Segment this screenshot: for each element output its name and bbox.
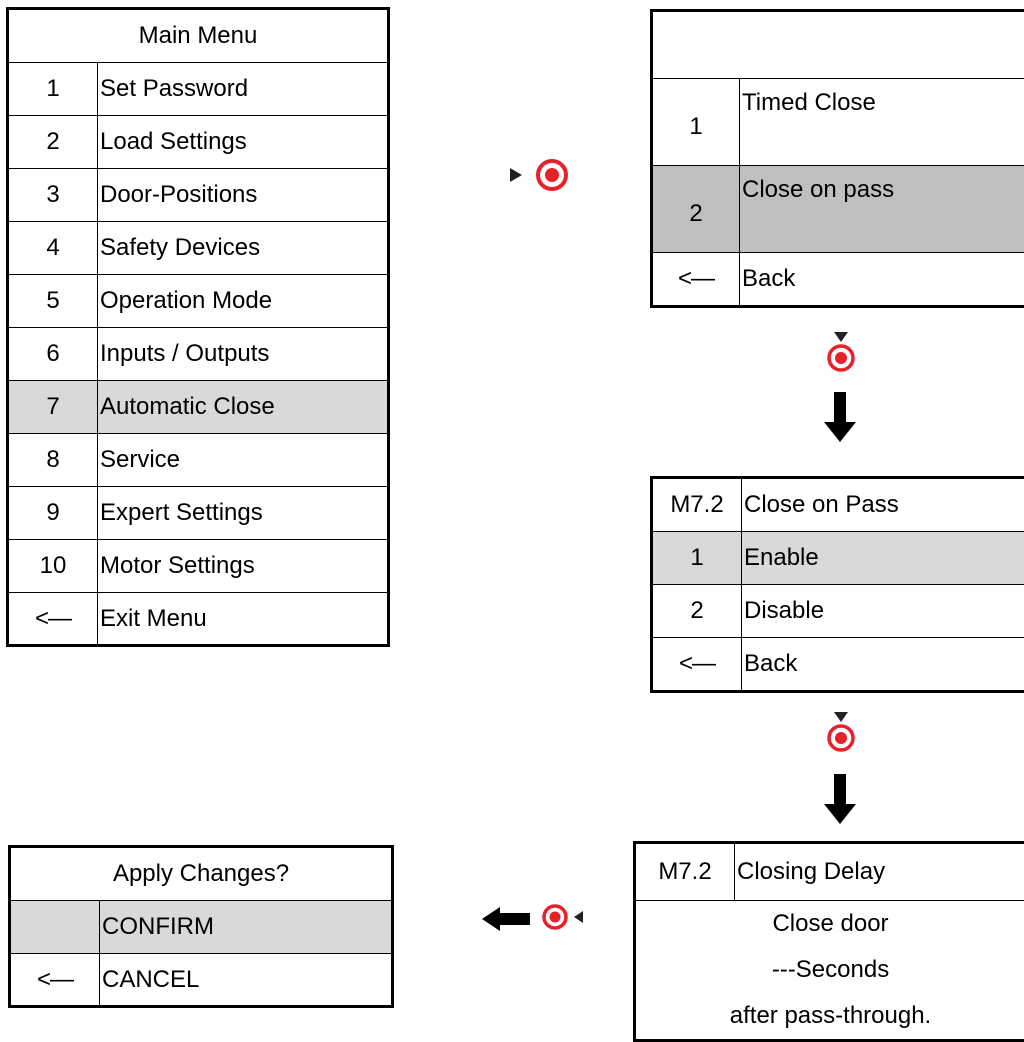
direction-arrow-down-icon [820, 392, 860, 444]
menu-code: M7.2 [652, 478, 742, 532]
menu-item-label: Disable [742, 585, 1024, 638]
menu-item-inputs-outputs[interactable]: 6 Inputs / Outputs [8, 328, 389, 381]
menu-item-label: Operation Mode [98, 275, 389, 328]
menu-item-service[interactable]: 8 Service [8, 434, 389, 487]
menu-item-number: 6 [8, 328, 98, 381]
back-arrow-symbol: <— [652, 253, 740, 307]
menu-item-back[interactable]: <— Back [652, 638, 1024, 692]
menu-item-number: 9 [8, 487, 98, 540]
menu-item-number: 5 [8, 275, 98, 328]
close-on-pass-menu: M7.2 Close on Pass 1 Enable 2 Disable <—… [650, 476, 1024, 693]
menu-item-number: 4 [8, 222, 98, 275]
automatic-close-menu: 1 Timed Close 2 Close on pass <— Back [650, 9, 1024, 308]
menu-item-set-password[interactable]: 1 Set Password [8, 63, 389, 116]
menu-item-label: Inputs / Outputs [98, 328, 389, 381]
direction-arrow-left-icon [482, 903, 530, 935]
submenu-header: M7.2 Close on Pass [652, 478, 1024, 532]
menu-item-operation-mode[interactable]: 5 Operation Mode [8, 275, 389, 328]
menu-item-expert-settings[interactable]: 9 Expert Settings [8, 487, 389, 540]
dial-knob-press-icon [823, 330, 859, 374]
closing-delay-screen: M7.2 Closing Delay Close door ---Seconds… [633, 841, 1024, 1042]
menu-item-safety-devices[interactable]: 4 Safety Devices [8, 222, 389, 275]
menu-item-door-positions[interactable]: 3 Door-Positions [8, 169, 389, 222]
delay-seconds-value[interactable]: ---Seconds [636, 947, 1024, 993]
back-arrow-symbol: <— [10, 954, 100, 1007]
cancel-option[interactable]: <— CANCEL [10, 954, 393, 1007]
menu-item-exit-menu[interactable]: <— Exit Menu [8, 593, 389, 646]
menu-item-label: Service [98, 434, 389, 487]
menu-item-close-on-pass[interactable]: 2 Close on pass [652, 166, 1024, 253]
menu-item-timed-close[interactable]: 1 Timed Close [652, 79, 1024, 166]
delay-description: Close door ---Seconds after pass-through… [635, 901, 1024, 1041]
dial-knob-press-icon [823, 710, 859, 754]
submenu-header [652, 11, 1024, 79]
menu-item-number: 7 [8, 381, 98, 434]
back-arrow-symbol: <— [652, 638, 742, 692]
main-menu-header: Main Menu [8, 9, 389, 63]
menu-item-number: 8 [8, 434, 98, 487]
menu-item-number: 2 [8, 116, 98, 169]
menu-item-label: Enable [742, 532, 1024, 585]
direction-arrow-down-icon [820, 774, 860, 826]
submenu-title: Close on Pass [742, 478, 1024, 532]
confirm-label: CONFIRM [100, 901, 393, 954]
menu-item-back[interactable]: <— Back [652, 253, 1024, 307]
menu-item-label: Door-Positions [98, 169, 389, 222]
menu-item-label: Back [742, 638, 1024, 692]
menu-item-automatic-close[interactable]: 7 Automatic Close [8, 381, 389, 434]
apply-changes-dialog: Apply Changes? CONFIRM <— CANCEL [8, 845, 394, 1008]
menu-item-label: Exit Menu [98, 593, 389, 646]
menu-item-load-settings[interactable]: 2 Load Settings [8, 116, 389, 169]
back-arrow-symbol: <— [8, 593, 98, 646]
menu-item-number: 1 [652, 79, 740, 166]
confirm-option[interactable]: CONFIRM [10, 901, 393, 954]
menu-item-number: 2 [652, 585, 742, 638]
main-menu: Main Menu 1 Set Password 2 Load Settings… [6, 7, 390, 647]
delay-line-3: after pass-through. [636, 993, 1024, 1039]
menu-item-motor-settings[interactable]: 10 Motor Settings [8, 540, 389, 593]
confirm-number [10, 901, 100, 954]
submenu-title: Closing Delay [735, 843, 1024, 901]
submenu-header: M7.2 Closing Delay [635, 843, 1024, 901]
delay-line-1: Close door [636, 901, 1024, 947]
dial-knob-turn-left-icon [541, 901, 587, 933]
menu-item-number: 3 [8, 169, 98, 222]
menu-item-number: 2 [652, 166, 740, 253]
delay-body: Close door ---Seconds after pass-through… [635, 901, 1024, 1041]
dialog-header: Apply Changes? [10, 847, 393, 901]
menu-item-label: Close on pass [740, 166, 1024, 253]
menu-item-number: 10 [8, 540, 98, 593]
option-enable[interactable]: 1 Enable [652, 532, 1024, 585]
menu-item-label: Automatic Close [98, 381, 389, 434]
menu-item-number: 1 [8, 63, 98, 116]
menu-item-label: Expert Settings [98, 487, 389, 540]
option-disable[interactable]: 2 Disable [652, 585, 1024, 638]
menu-item-label: Timed Close [740, 79, 1024, 166]
dialog-title: Apply Changes? [10, 847, 393, 901]
menu-code: M7.2 [635, 843, 735, 901]
menu-item-label: Back [740, 253, 1024, 307]
menu-item-number: 1 [652, 532, 742, 585]
main-menu-title: Main Menu [8, 9, 389, 63]
cancel-label: CANCEL [100, 954, 393, 1007]
menu-item-label: Load Settings [98, 116, 389, 169]
menu-item-label: Motor Settings [98, 540, 389, 593]
dial-knob-turn-right-icon [508, 157, 578, 193]
menu-item-label: Safety Devices [98, 222, 389, 275]
menu-item-label: Set Password [98, 63, 389, 116]
submenu-title [652, 11, 1024, 79]
